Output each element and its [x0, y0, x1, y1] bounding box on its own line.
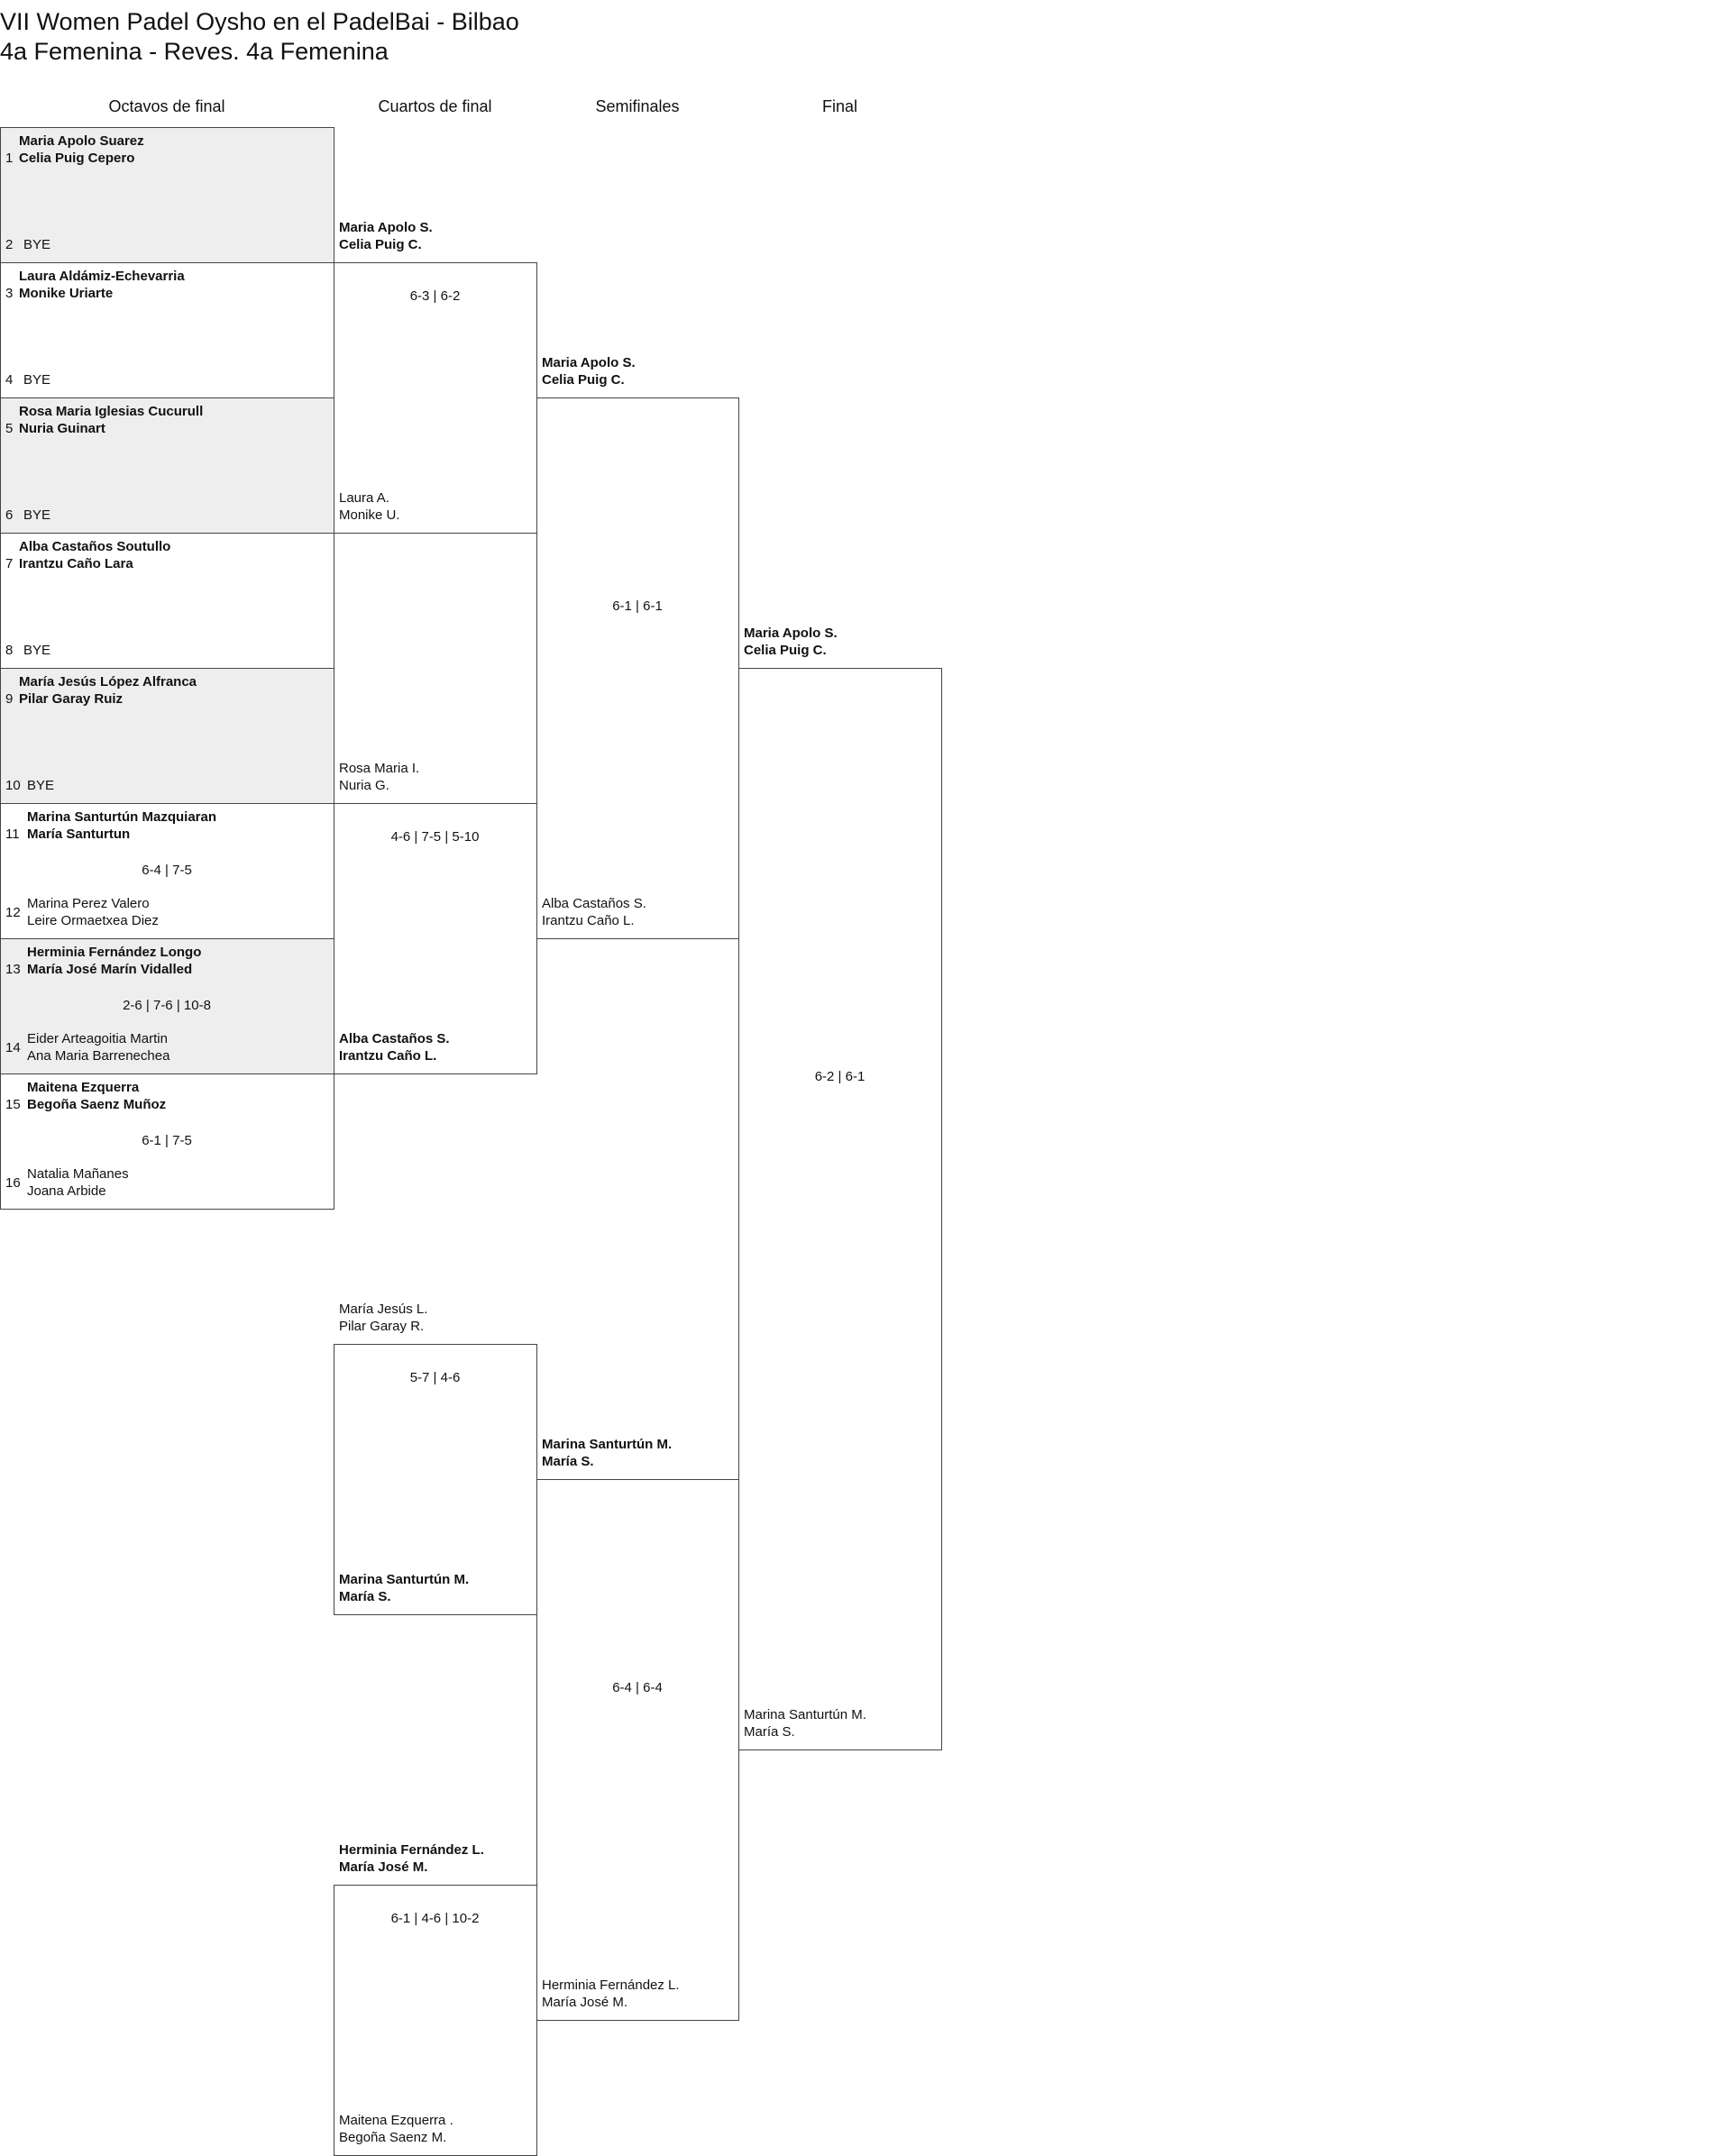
player-name: Maria Apolo S. — [542, 355, 636, 370]
player-name: BYE — [23, 643, 51, 658]
match-box[interactable] — [0, 127, 334, 263]
player-name: Monike Uriarte — [19, 286, 114, 301]
round-header: Semifinales — [595, 97, 680, 115]
seed-number: 14 — [5, 1039, 21, 1055]
player-name: Alba Castaños S. — [542, 896, 646, 911]
tournament-title: VII Women Padel Oysho en el PadelBai - B… — [0, 8, 519, 35]
player-name: Irantzu Caño Lara — [19, 556, 133, 571]
seed-number: 15 — [5, 1096, 21, 1112]
player-name: Maria Apolo S. — [744, 626, 838, 641]
match-score: 6-2 | 6-1 — [814, 1069, 866, 1084]
player-name: Nuria G. — [339, 778, 389, 793]
player-name: Rosa Maria Iglesias Cucurull — [19, 404, 204, 419]
match-box[interactable] — [0, 1073, 334, 1210]
match-box[interactable] — [0, 938, 334, 1074]
player-name: María S. — [339, 1589, 391, 1604]
player-name: Herminia Fernández L. — [542, 1978, 680, 1993]
player-name: Pilar Garay R. — [339, 1319, 425, 1334]
player-name: María S. — [542, 1454, 594, 1469]
player-name: María José M. — [542, 1995, 628, 2010]
player-name: Marina Santurtún M. — [339, 1572, 470, 1587]
player-name: Irantzu Caño L. — [542, 913, 635, 928]
player-name: Celia Puig C. — [339, 237, 422, 252]
player-name: Begoña Saenz M. — [339, 2130, 447, 2145]
round-header: Cuartos de final — [378, 97, 492, 115]
player-name: Alba Castaños S. — [339, 1031, 450, 1046]
player-name: BYE — [23, 372, 51, 388]
player-name: Maitena Ezquerra — [27, 1080, 140, 1095]
round-header: Octavos de final — [108, 97, 225, 115]
seed-number: 6 — [5, 507, 14, 523]
seed-number: 13 — [5, 961, 21, 977]
player-name: Begoña Saenz Muñoz — [27, 1097, 167, 1112]
player-name: Maria Apolo Suarez — [19, 133, 144, 149]
seed-number: 10 — [5, 778, 21, 793]
match-box[interactable] — [536, 397, 739, 939]
player-name: Marina Perez Valero — [27, 896, 150, 911]
match-box[interactable] — [738, 668, 942, 1750]
match-box[interactable] — [0, 397, 334, 534]
player-name: María José M. — [339, 1859, 428, 1875]
match-score: 5-7 | 4-6 — [409, 1370, 461, 1385]
player-name: Maitena Ezquerra . — [339, 2113, 453, 2128]
player-name: Monike U. — [339, 507, 400, 523]
player-name: Natalia Mañanes — [27, 1166, 129, 1182]
player-name: Alba Castaños Soutullo — [19, 539, 171, 554]
match-score: 6-1 | 7-5 — [142, 1133, 192, 1148]
seed-number: 8 — [5, 643, 14, 658]
player-name: María S. — [744, 1724, 795, 1740]
player-name: Celia Puig C. — [744, 643, 827, 658]
seed-number: 3 — [5, 285, 14, 301]
player-name: Marina Santurtún M. — [744, 1707, 866, 1722]
player-name: BYE — [27, 778, 55, 793]
player-name: Celia Puig C. — [542, 372, 625, 388]
match-score: 2-6 | 7-6 | 10-8 — [123, 998, 211, 1013]
seed-number: 9 — [5, 690, 14, 707]
player-name: Pilar Garay Ruiz — [19, 691, 124, 707]
match-box[interactable] — [0, 668, 334, 804]
match-score: 6-4 | 6-4 — [612, 1680, 663, 1695]
seed-number: 4 — [5, 372, 14, 388]
player-name: Nuria Guinart — [19, 421, 105, 436]
seed-number: 2 — [5, 237, 14, 252]
match-score: 6-1 | 6-1 — [612, 598, 663, 614]
player-name: Marina Santurtún M. — [542, 1437, 673, 1452]
category-subtitle: 4a Femenina - Reves. 4a Femenina — [0, 38, 389, 65]
player-name: Rosa Maria I. — [339, 761, 420, 776]
player-name: María José Marín Vidalled — [27, 962, 193, 977]
match-score: 4-6 | 7-5 | 5-10 — [390, 829, 480, 845]
match-score: 6-1 | 4-6 | 10-2 — [390, 1911, 480, 1926]
player-name: Herminia Fernández Longo — [27, 945, 202, 960]
player-name: Laura Aldámiz-Echevarria — [19, 269, 185, 284]
player-name: Celia Puig Cepero — [19, 151, 135, 166]
seed-number: 1 — [5, 150, 14, 166]
match-score: 6-3 | 6-2 — [409, 288, 461, 304]
player-name: Irantzu Caño L. — [339, 1048, 437, 1064]
seed-number: 11 — [5, 826, 20, 842]
player-name: Eider Arteagoitia Martin — [27, 1031, 168, 1046]
seed-number: 7 — [5, 555, 14, 571]
player-name: María Jesús L. — [339, 1302, 428, 1317]
player-name: Maria Apolo S. — [339, 220, 433, 235]
player-name: María Santurtun — [27, 827, 131, 842]
player-name: BYE — [23, 507, 51, 523]
player-name: Laura A. — [339, 490, 389, 506]
match-box[interactable] — [536, 1479, 739, 2021]
player-name: Herminia Fernández L. — [339, 1842, 484, 1858]
player-name: Joana Arbide — [27, 1183, 106, 1199]
round-header: Final — [821, 97, 857, 115]
player-name: BYE — [23, 237, 51, 252]
player-name: Ana Maria Barrenechea — [27, 1048, 170, 1064]
player-name: Marina Santurtún Mazquiaran — [27, 809, 217, 825]
seed-number: 16 — [5, 1174, 21, 1191]
player-name: Leire Ormaetxea Diez — [27, 913, 159, 928]
match-score: 6-4 | 7-5 — [142, 863, 192, 878]
seed-number: 12 — [5, 904, 21, 920]
seed-number: 5 — [5, 420, 14, 436]
player-name: María Jesús López Alfranca — [19, 674, 197, 690]
